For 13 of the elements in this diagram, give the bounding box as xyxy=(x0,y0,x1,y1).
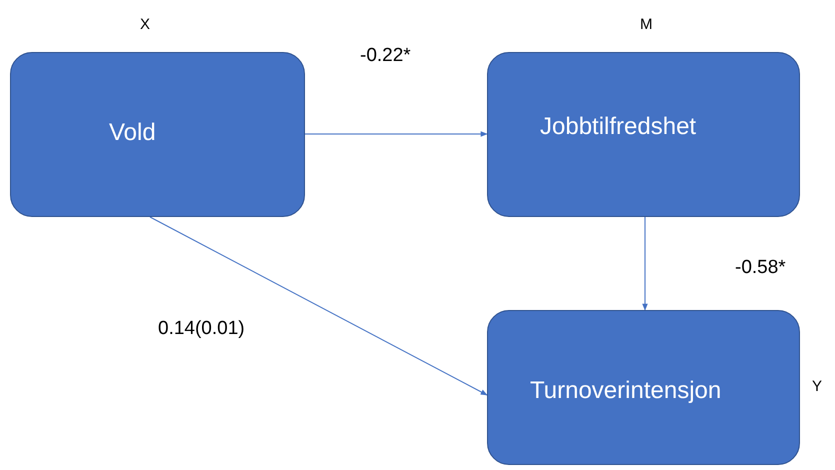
edge-label: 0.14(0.01) xyxy=(158,318,245,340)
variable-label: Y xyxy=(812,378,822,395)
arrow xyxy=(150,216,488,396)
box-label: Turnoverintensjon xyxy=(530,377,722,405)
arrow xyxy=(304,131,488,137)
variable-label: X xyxy=(140,16,150,33)
box-label: Vold xyxy=(109,119,156,147)
process-box xyxy=(487,310,800,465)
process-box xyxy=(487,52,800,217)
box-label: Jobbtilfredshet xyxy=(540,113,696,141)
variable-label: M xyxy=(640,16,652,33)
arrow xyxy=(642,216,648,311)
process-box xyxy=(10,52,305,217)
